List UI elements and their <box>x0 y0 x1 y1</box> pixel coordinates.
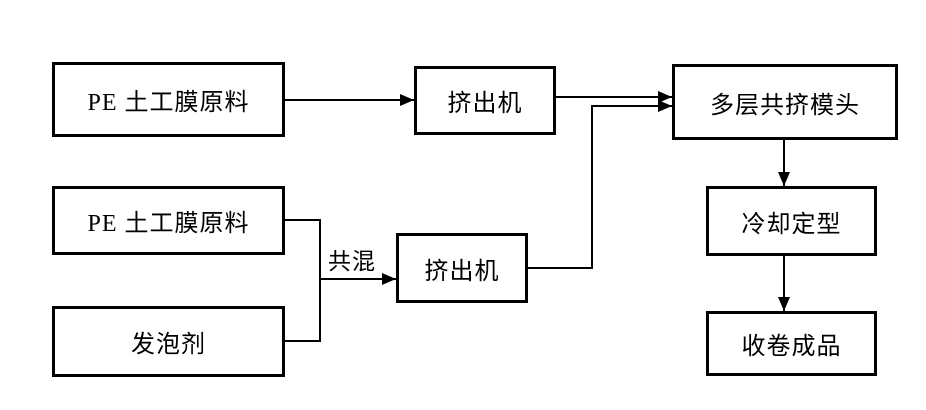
node-extruder-top-label: 挤出机 <box>447 91 523 117</box>
node-pe-material-mid-label: PE 土工膜原料 <box>87 211 250 237</box>
edge-label-blending: 共混 <box>328 242 376 276</box>
node-extruder-bottom-label: 挤出机 <box>424 258 500 285</box>
node-coextrusion-die: 多层共挤模头 <box>672 64 898 140</box>
node-winding-product: 收卷成品 <box>706 311 877 376</box>
edge-extruder-bottom-to-die <box>528 100 672 269</box>
node-coextrusion-die-label: 多层共挤模头 <box>710 92 860 119</box>
node-winding-product-label: 收卷成品 <box>741 334 842 360</box>
node-cooling-shaping-label: 冷却定型 <box>741 211 842 238</box>
node-foaming-agent: 发泡剂 <box>52 306 285 377</box>
node-extruder-bottom: 挤出机 <box>396 233 528 303</box>
node-pe-material-mid: PE 土工膜原料 <box>52 186 285 255</box>
node-foaming-agent-label: 发泡剂 <box>131 332 206 358</box>
node-pe-material-top: PE 土工膜原料 <box>52 62 285 137</box>
node-cooling-shaping: 冷却定型 <box>706 186 877 256</box>
node-extruder-top: 挤出机 <box>414 66 556 135</box>
edge-blend-bracket <box>285 219 321 342</box>
node-pe-material-top-label: PE 土工膜原料 <box>87 90 250 116</box>
